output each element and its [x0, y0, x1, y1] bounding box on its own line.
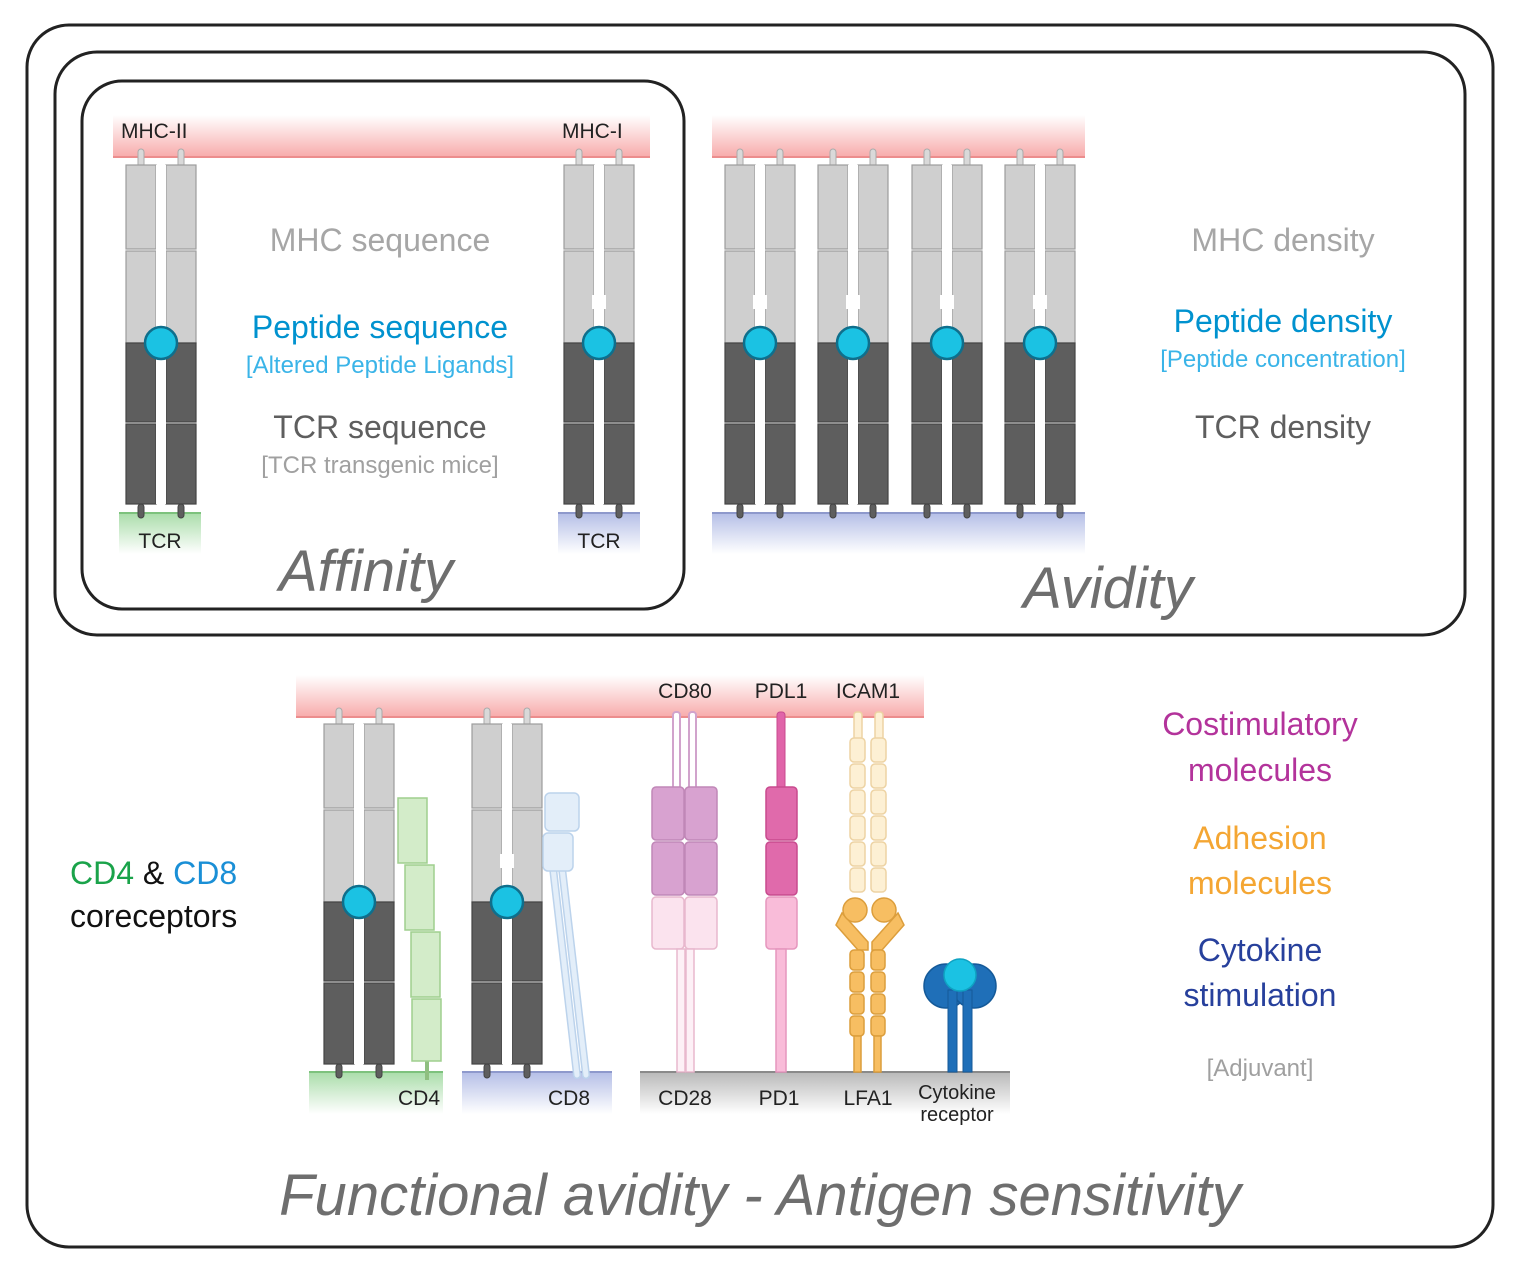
peptide-sequence-label: Peptide sequence: [251, 309, 509, 345]
tcell-membrane-receptors: [640, 1071, 1010, 1114]
mhc2-label: MHC-II: [121, 120, 188, 143]
ampersand: &: [142, 855, 165, 891]
adhesion-line1: Adhesion: [1193, 820, 1327, 856]
pdl1-pd1-pair: [765, 711, 798, 1073]
altered-peptide-ligands-note: [Altered Peptide Ligands]: [245, 352, 515, 379]
avidity-complex-4: [1004, 148, 1076, 519]
outer-frame: [25, 23, 1495, 1249]
tcr-transgenic-note: [TCR transgenic mice]: [261, 452, 499, 479]
cytokine-stim-line1: Cytokine: [1197, 932, 1323, 968]
apc-membrane-affinity: [113, 115, 650, 158]
affinity-title: Affinity: [278, 539, 454, 604]
tcr-left-label: TCR: [138, 530, 182, 553]
adjuvant-note: [Adjuvant]: [1206, 1055, 1314, 1082]
coreceptors-line2: coreceptors: [70, 898, 238, 934]
tcr-right-label: TCR: [577, 530, 621, 553]
cd4-molecule: [397, 797, 442, 1080]
mhc1-label: MHC-I: [562, 120, 623, 143]
apc-membrane-functional: [296, 675, 924, 718]
costimulatory-line1: Costimulatory: [1162, 706, 1358, 742]
tcell-membrane-cd4: [309, 1071, 443, 1114]
tcell-membrane-avidity: [712, 512, 1085, 554]
cytokine-receptor-label-1: Cytokine: [918, 1082, 996, 1104]
avidity-complex-1: [724, 148, 796, 519]
cd28-label: CD28: [658, 1087, 712, 1110]
icam1-lfa1-pair: [835, 711, 905, 1073]
mhc2-tcr-complex: [125, 148, 197, 519]
adhesion-line2: molecules: [1187, 865, 1333, 901]
cd80-cd28-pair: [651, 711, 718, 1073]
cd8-word: CD8: [173, 855, 238, 891]
avidity-complex-3: [911, 148, 983, 519]
avidity-title: Avidity: [1023, 556, 1193, 621]
tcr-sequence-label: TCR sequence: [273, 409, 487, 445]
pd1-label: PD1: [758, 1087, 800, 1110]
peptide-concentration-note: [Peptide concentration]: [1160, 346, 1406, 373]
peptide-density-label: Peptide density: [1173, 303, 1393, 339]
pdl1-label: PDL1: [754, 680, 808, 703]
mhc-tcr-complexes: [125, 148, 1076, 1079]
mhc1-tcr-complex-affinity: [563, 148, 635, 519]
mhc2-tcr-cd4-complex: [323, 707, 395, 1079]
mhc-density-label: MHC density: [1191, 222, 1375, 258]
cd8-label: CD8: [547, 1087, 591, 1110]
mhc1-tcr-cd8-complex: [471, 707, 543, 1079]
cytokine-stim-line2: stimulation: [1183, 977, 1337, 1013]
mhc-sequence-label: MHC sequence: [269, 222, 491, 258]
avidity-frame: [53, 50, 1467, 637]
costimulatory-line2: molecules: [1187, 752, 1333, 788]
cd80-label: CD80: [658, 680, 712, 703]
cd8-molecule: [542, 792, 590, 1079]
apc-membrane-avidity: [712, 115, 1085, 158]
tcell-membrane-mhc2: [119, 512, 201, 554]
avidity-complex-2: [817, 148, 889, 519]
cd4-word: CD4: [70, 855, 135, 891]
cytokine-receptor: [923, 958, 997, 1073]
coreceptors-line1: CD4 & CD8: [70, 855, 237, 892]
lfa1-label: LFA1: [843, 1087, 893, 1110]
cd4-label: CD4: [397, 1087, 441, 1110]
functional-avidity-title: Functional avidity - Antigen sensitivity: [279, 1163, 1241, 1228]
cytokine-receptor-label-2: receptor: [920, 1104, 994, 1126]
tcr-density-label: TCR density: [1194, 409, 1372, 445]
icam1-label: ICAM1: [835, 680, 901, 703]
tcell-membrane-mhc1: [558, 512, 640, 554]
affinity-frame: [80, 79, 686, 611]
